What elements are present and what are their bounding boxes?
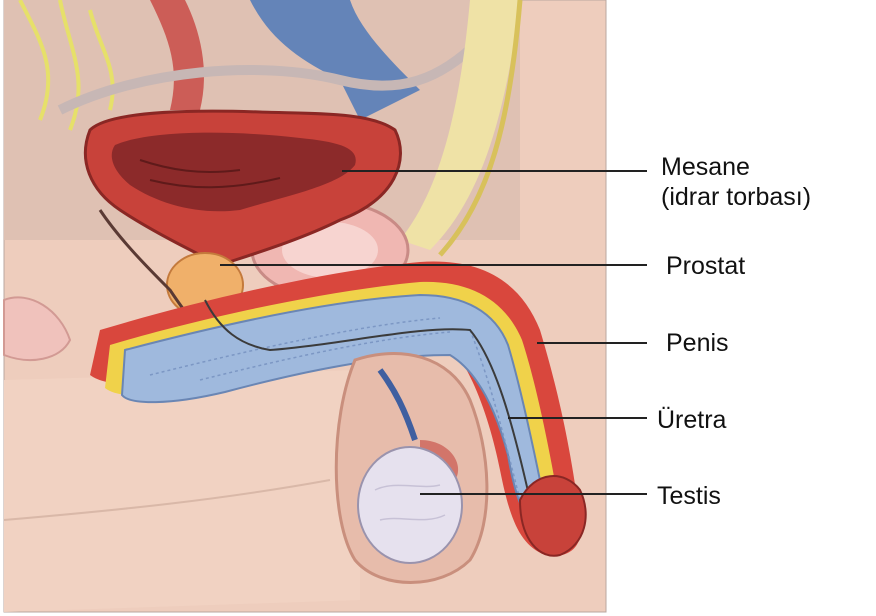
label-mesane-line2: (idrar torbası): [661, 182, 811, 212]
testis: [358, 447, 462, 563]
label-penis: Penis: [666, 328, 729, 358]
label-mesane-line1: Mesane: [661, 152, 811, 182]
lower-body-skin: [4, 370, 360, 612]
label-uretra: Üretra: [657, 405, 726, 435]
label-testis: Testis: [657, 481, 721, 511]
label-mesane: Mesane (idrar torbası): [661, 152, 811, 212]
label-prostat: Prostat: [666, 251, 745, 281]
